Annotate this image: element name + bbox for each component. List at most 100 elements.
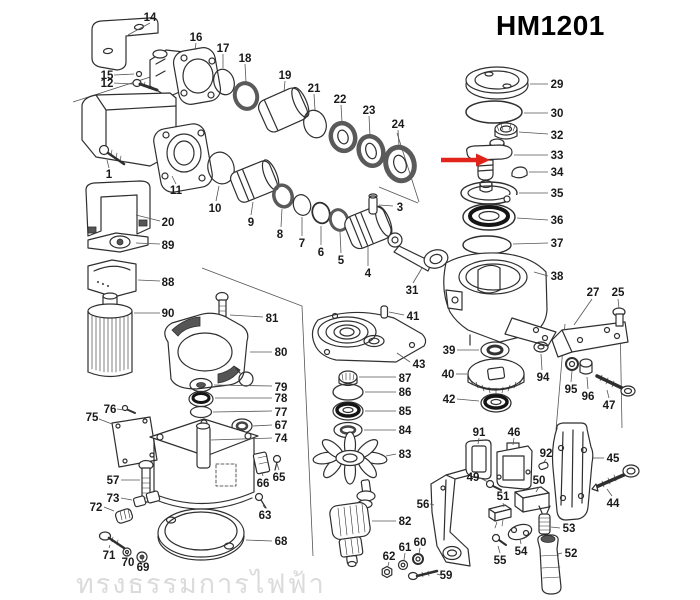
part-89-leader-line [135,242,161,245]
part-label-20: 20 [162,217,175,229]
part-36-leader-line [516,217,549,221]
part-19-leader-line [283,80,286,93]
part-23-leader-line [368,115,371,137]
part-18-drawing [232,81,260,111]
part-3-drawing [368,193,378,215]
part-21-drawing [303,109,327,139]
part-label-44: 44 [607,498,620,510]
part-label-27: 27 [587,287,600,299]
part-73-drawing [132,490,161,508]
part-86-drawing [332,383,364,401]
part-95-leader-line [570,370,573,383]
part-25-leader-line [617,298,620,309]
part-label-37: 37 [551,238,564,250]
part-61-drawing [397,559,409,571]
part-label-54: 54 [515,546,528,558]
part-label-32: 32 [551,130,564,142]
part-label-88: 88 [162,277,175,289]
part-label-30: 30 [551,108,564,120]
part-5-leader-line [339,231,342,254]
part-63-leader-line [262,504,266,509]
part-7-drawing [292,194,312,216]
part-56-leader-line [429,503,435,506]
part-label-92: 92 [540,448,553,460]
part-74-drawing [149,418,259,510]
part-11-leader-line [171,175,177,185]
part-66-leader-line [261,471,264,477]
part-label-75: 75 [86,412,99,424]
part-label-63: 63 [259,510,272,522]
part-50-drawing [514,486,550,513]
part-label-33: 33 [551,150,564,162]
part-69-drawing [136,551,148,563]
part-label-77: 77 [275,407,288,419]
part-49-drawing [485,479,502,491]
part-label-66: 66 [257,478,270,490]
part-label-65: 65 [273,472,286,484]
part-8-drawing [272,183,294,209]
part-label-68: 68 [275,536,288,548]
part-44-drawing [591,464,640,492]
model-title: HM1201 [496,10,605,41]
part-87-drawing [338,370,358,387]
part-label-71: 71 [103,550,116,562]
part-14-leader-line [127,22,151,36]
part-label-25: 25 [612,287,625,299]
part-label-59: 59 [440,570,453,582]
part-55-leader-line [497,545,501,554]
part-20-drawing [85,180,151,237]
part-9-leader-line [250,201,254,216]
part-22-drawing [328,120,358,154]
part-label-10: 10 [209,203,222,215]
part-21-leader-line [313,93,316,111]
part-77-leader-line [212,410,273,413]
part-label-5: 5 [338,255,345,267]
part-59-leader-line [436,573,441,576]
part-label-1: 1 [106,169,113,181]
part-label-22: 22 [334,94,347,106]
part-53-drawing [538,505,551,535]
part-label-55: 55 [494,555,507,567]
part-29-drawing [465,66,529,100]
part-96-drawing [579,358,593,375]
part-70-leader-line [126,553,129,557]
part-label-90: 90 [162,308,175,320]
part-47-drawing [595,374,636,397]
part-label-14: 14 [144,12,157,24]
part-31-leader-line [412,267,423,284]
part-label-16: 16 [190,32,203,44]
part-23-drawing [356,134,386,168]
part-label-72: 72 [90,502,103,514]
part-label-81: 81 [266,313,279,325]
part-72-leader-line [103,506,115,512]
part-27-leader-line [573,298,593,326]
part-12-drawing [132,78,159,92]
part-label-40: 40 [442,369,455,381]
part-label-29: 29 [551,79,564,91]
part-label-91: 91 [473,427,486,439]
part-47-leader-line [606,389,610,399]
part-label-79: 79 [275,382,288,394]
part-96-leader-line [586,376,589,390]
part-label-57: 57 [107,475,120,487]
highlight-arrow [441,153,490,167]
part-label-8: 8 [277,229,284,241]
part-8-leader-line [280,208,283,228]
part-52-leader-line [556,552,563,555]
part-number-labels: 1416171819212223241512111109876543312089… [86,12,625,582]
part-label-15: 15 [101,70,114,82]
part-15-leader-line [113,73,135,76]
part-94-leader-line [540,353,543,371]
part-67-leader-line [252,424,273,427]
part-label-73: 73 [107,493,120,505]
part-71-leader-line [108,544,111,549]
part-label-67: 67 [275,420,288,432]
part-label-85: 85 [399,406,412,418]
part-label-76: 76 [104,404,117,416]
part-53-leader-line [550,526,561,529]
part-54-leader-line [519,538,522,545]
part-82-drawing [329,479,376,568]
part-label-51: 51 [497,491,510,503]
part-63-drawing [254,492,267,509]
part-label-9: 9 [248,217,254,229]
